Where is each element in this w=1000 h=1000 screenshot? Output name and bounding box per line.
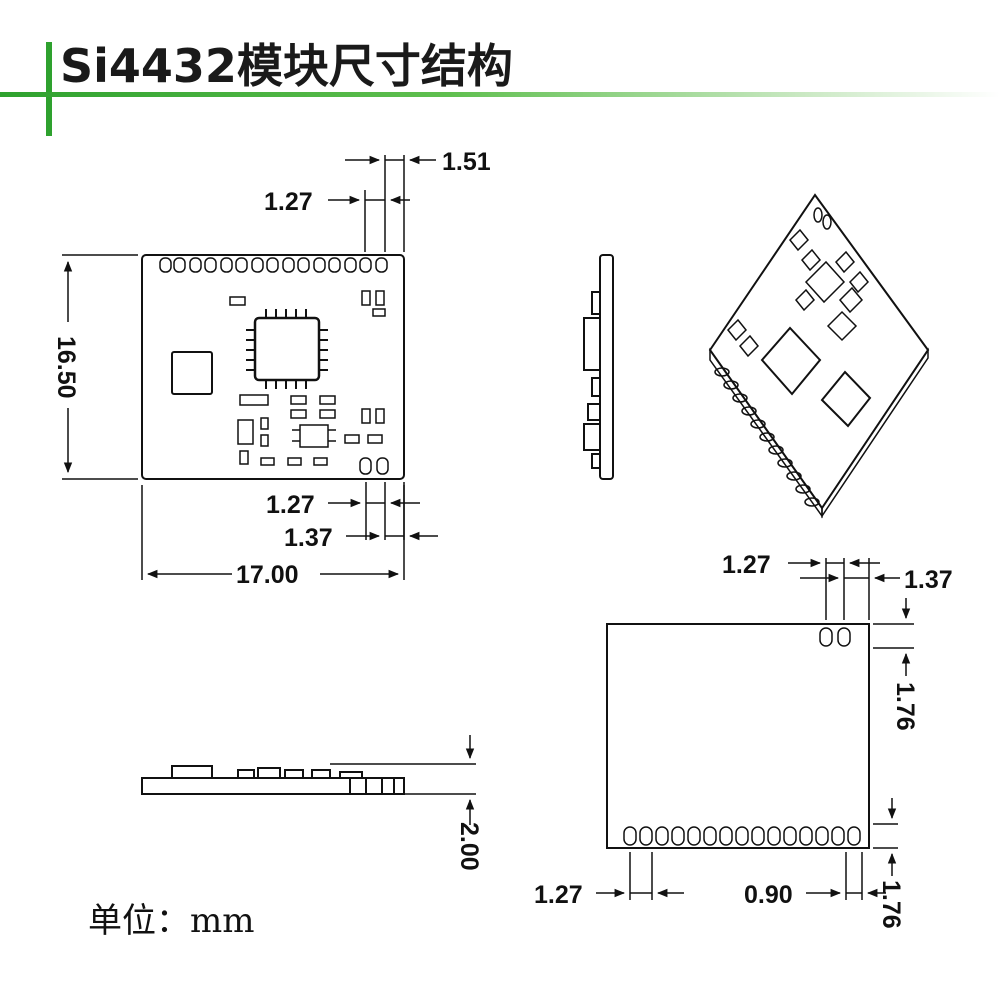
dim-bottom-pin-pitch: 1.27 <box>266 491 315 519</box>
dim-width: 17.00 <box>236 561 299 589</box>
qfn-chip <box>246 309 328 389</box>
crystal <box>171 351 213 395</box>
dim-bottom-clearance: 1.76 <box>877 880 905 929</box>
bottom-view-dimensions <box>596 558 914 900</box>
top-view <box>141 254 405 480</box>
dim-height: 16.50 <box>52 336 80 399</box>
title-bar: Si4432模块尺寸结构 <box>0 0 1000 140</box>
bottom-pins <box>359 457 389 475</box>
dim-right-top-clearance: 1.76 <box>891 682 919 731</box>
front-view <box>141 765 405 795</box>
top-view-dimensions <box>62 155 438 580</box>
dim-bottom-pitch: 1.27 <box>534 881 583 909</box>
title-accent-bar <box>46 42 52 136</box>
dim-bottom-pad-width: 0.90 <box>744 881 793 909</box>
side-view-vertical <box>583 254 614 480</box>
isometric-chip <box>760 326 822 396</box>
dim-top-pin-pitch: 1.27 <box>264 188 313 216</box>
top-pin-row <box>159 257 388 273</box>
dim-right-pitch: 1.27 <box>722 551 771 579</box>
isometric-view <box>708 193 930 519</box>
front-view-dimensions <box>330 735 476 825</box>
unit-label: 单位：mm <box>88 901 254 941</box>
isometric-pins <box>714 207 832 507</box>
dim-thickness: 2.00 <box>455 822 483 871</box>
isometric-crystal <box>820 370 872 428</box>
page-title: Si4432模块尺寸结构 <box>60 39 513 93</box>
bottom-view-pin-row <box>623 826 861 846</box>
module-board-outline <box>141 254 405 480</box>
dim-bottom-edge-offset: 1.37 <box>284 524 333 552</box>
isometric-components <box>726 228 870 358</box>
dim-right-edge-offset: 1.37 <box>904 566 953 594</box>
dim-top-edge-offset: 1.51 <box>442 148 491 176</box>
passive-components <box>229 290 386 466</box>
bottom-view <box>606 623 870 849</box>
title-underline <box>0 92 1000 97</box>
bottom-view-corner-pins <box>819 627 851 647</box>
